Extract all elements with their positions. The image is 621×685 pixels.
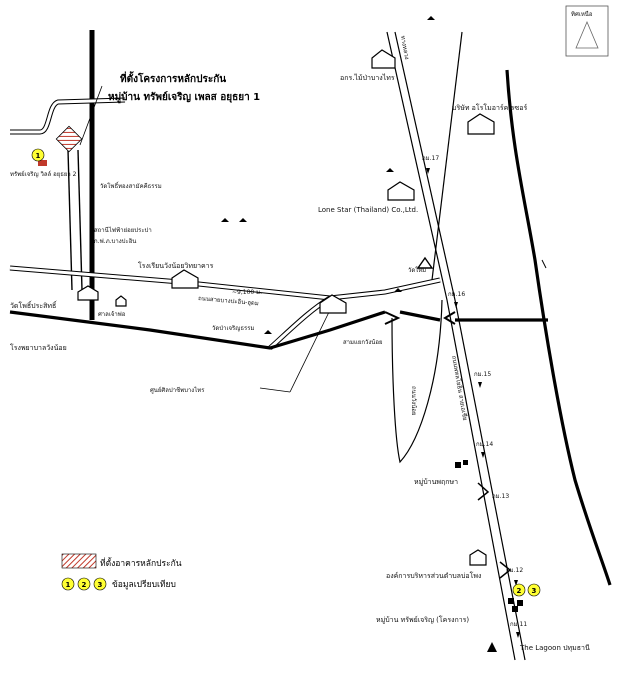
legend-site-label: ที่ตั้งอาคารหลักประกัน <box>100 557 182 569</box>
map-title-line1: ที่ตั้งโครงการหลักประกัน <box>120 71 226 85</box>
svg-text:3: 3 <box>532 587 537 595</box>
svg-text:2: 2 <box>82 581 87 589</box>
label-km15: กม.15 <box>474 371 491 378</box>
svg-text:1: 1 <box>66 581 71 589</box>
legend-number-1: 1 <box>61 577 75 591</box>
compass-label: ทิศเหนือ <box>571 10 593 18</box>
legend-site-swatch <box>61 553 97 569</box>
legend-compare-label: ข้อมูลเปรียบเทียบ <box>112 579 176 590</box>
label-substation-sub: ก.ฟ.ภ.บางปะอิน <box>94 238 136 245</box>
svg-text:2: 2 <box>517 587 522 595</box>
building-icon <box>371 49 396 69</box>
label-lagoon: The Lagoon ปทุมธานี <box>519 644 590 652</box>
label-hospital: โรงพยาบาลวังน้อย <box>10 343 67 352</box>
label-lone-star: Lone Star (Thailand) Co.,Ltd. <box>318 206 418 214</box>
temple-icon <box>427 16 435 20</box>
temple-icon <box>394 288 402 292</box>
label-monument: วัดใหม่ <box>408 266 426 274</box>
building-icon <box>77 285 99 301</box>
building-icon <box>115 295 127 307</box>
label-museum: ศูนย์ศิลปาชีพบางไทร <box>150 386 205 394</box>
highway-corridor-right <box>394 31 526 661</box>
label-distance: ~9,100 ม. <box>232 289 262 296</box>
highway-corridor-left <box>386 31 516 661</box>
label-km11: กม.11 <box>510 621 527 628</box>
svg-text:1: 1 <box>36 152 41 160</box>
label-village-left: ทรัพย์เจริญ วิลล์ อยุธยา 2 <box>10 170 77 178</box>
site-location-marker <box>55 125 83 153</box>
label-highway-top: ทางหลวง <box>399 35 410 60</box>
building-icon <box>467 113 495 135</box>
buildings <box>77 49 495 566</box>
label-factory-top: อกร.ไม้ป่าบางไทร <box>340 73 395 82</box>
curvy-road-top-left <box>10 97 126 135</box>
diagonal-road <box>431 31 463 281</box>
km-arrows <box>426 168 520 638</box>
label-temple-small: ศาลเจ้าพ่อ <box>98 311 126 318</box>
building-icon <box>319 294 347 314</box>
temple-icon <box>239 218 247 222</box>
label-km14: กม.14 <box>476 441 493 448</box>
temple-icon <box>221 218 229 222</box>
north-arrow-icon <box>575 20 599 49</box>
building-icon <box>387 181 415 201</box>
legend: ที่ตั้งอาคารหลักประกัน 1 2 3 ข้อมูลเปรีย… <box>61 553 182 591</box>
temple-icon <box>264 330 272 334</box>
loop-road <box>391 299 443 464</box>
building-icon <box>171 269 199 289</box>
label-km16: กม.16 <box>448 291 465 298</box>
svg-text:3: 3 <box>98 581 103 589</box>
main-highway-right <box>505 69 612 586</box>
legend-number-3: 3 <box>93 577 107 591</box>
map-title-line2: หมู่บ้าน ทรัพย์เจริญ เพลส อยุธยา 1 <box>108 91 260 104</box>
label-company-right: บริษัท อโรโมอาร์คเรซอร์ <box>452 103 527 112</box>
label-road-name: ถนนสายบางปะอิน-อุดม <box>198 295 259 307</box>
building-icon <box>469 549 487 566</box>
label-school: โรงเรียนวังน้อยวิทยาคาร <box>138 261 214 270</box>
label-km13: กม.13 <box>492 493 509 500</box>
temple-markers <box>221 16 435 334</box>
label-highway-side: ถนนวังน้อย <box>410 386 417 415</box>
monument-icon <box>416 256 434 269</box>
left-vertical-road <box>67 30 95 320</box>
label-village-right: หมู่บ้านพฤกษา <box>414 478 458 486</box>
label-wat-left: วัดโพธิ์ทองสามัคคีธรรม <box>100 181 162 190</box>
intersection-arrows <box>384 311 512 579</box>
temple-icon <box>386 168 394 172</box>
label-wat-pa: วัดป่าเจริญธรรม <box>212 325 254 332</box>
stupa-icon <box>487 642 497 652</box>
label-obt: องค์การบริหารส่วนตำบลบ่อโพง <box>386 571 481 580</box>
label-km12: กม.12 <box>506 567 523 574</box>
marker-3: 3 <box>527 583 541 597</box>
legend-number-2: 2 <box>77 577 91 591</box>
compass: ทิศเหนือ <box>565 5 609 57</box>
label-km17: กม.17 <box>422 155 439 162</box>
label-village-bottom: หมู่บ้าน ทรัพย์เจริญ (โครงการ) <box>376 615 469 624</box>
label-wat-prasat: วัดโพธิ์ประสิทธิ์ <box>10 300 58 310</box>
lower-thick-road <box>9 310 386 350</box>
village-clusters <box>38 160 523 612</box>
marker-2: 2 <box>512 583 526 597</box>
label-intersection: สามแยกวังน้อย <box>343 339 383 346</box>
label-substation: สถานีไฟฟ้าย่อยประปา <box>94 226 152 234</box>
marker-1: 1 <box>31 148 45 162</box>
